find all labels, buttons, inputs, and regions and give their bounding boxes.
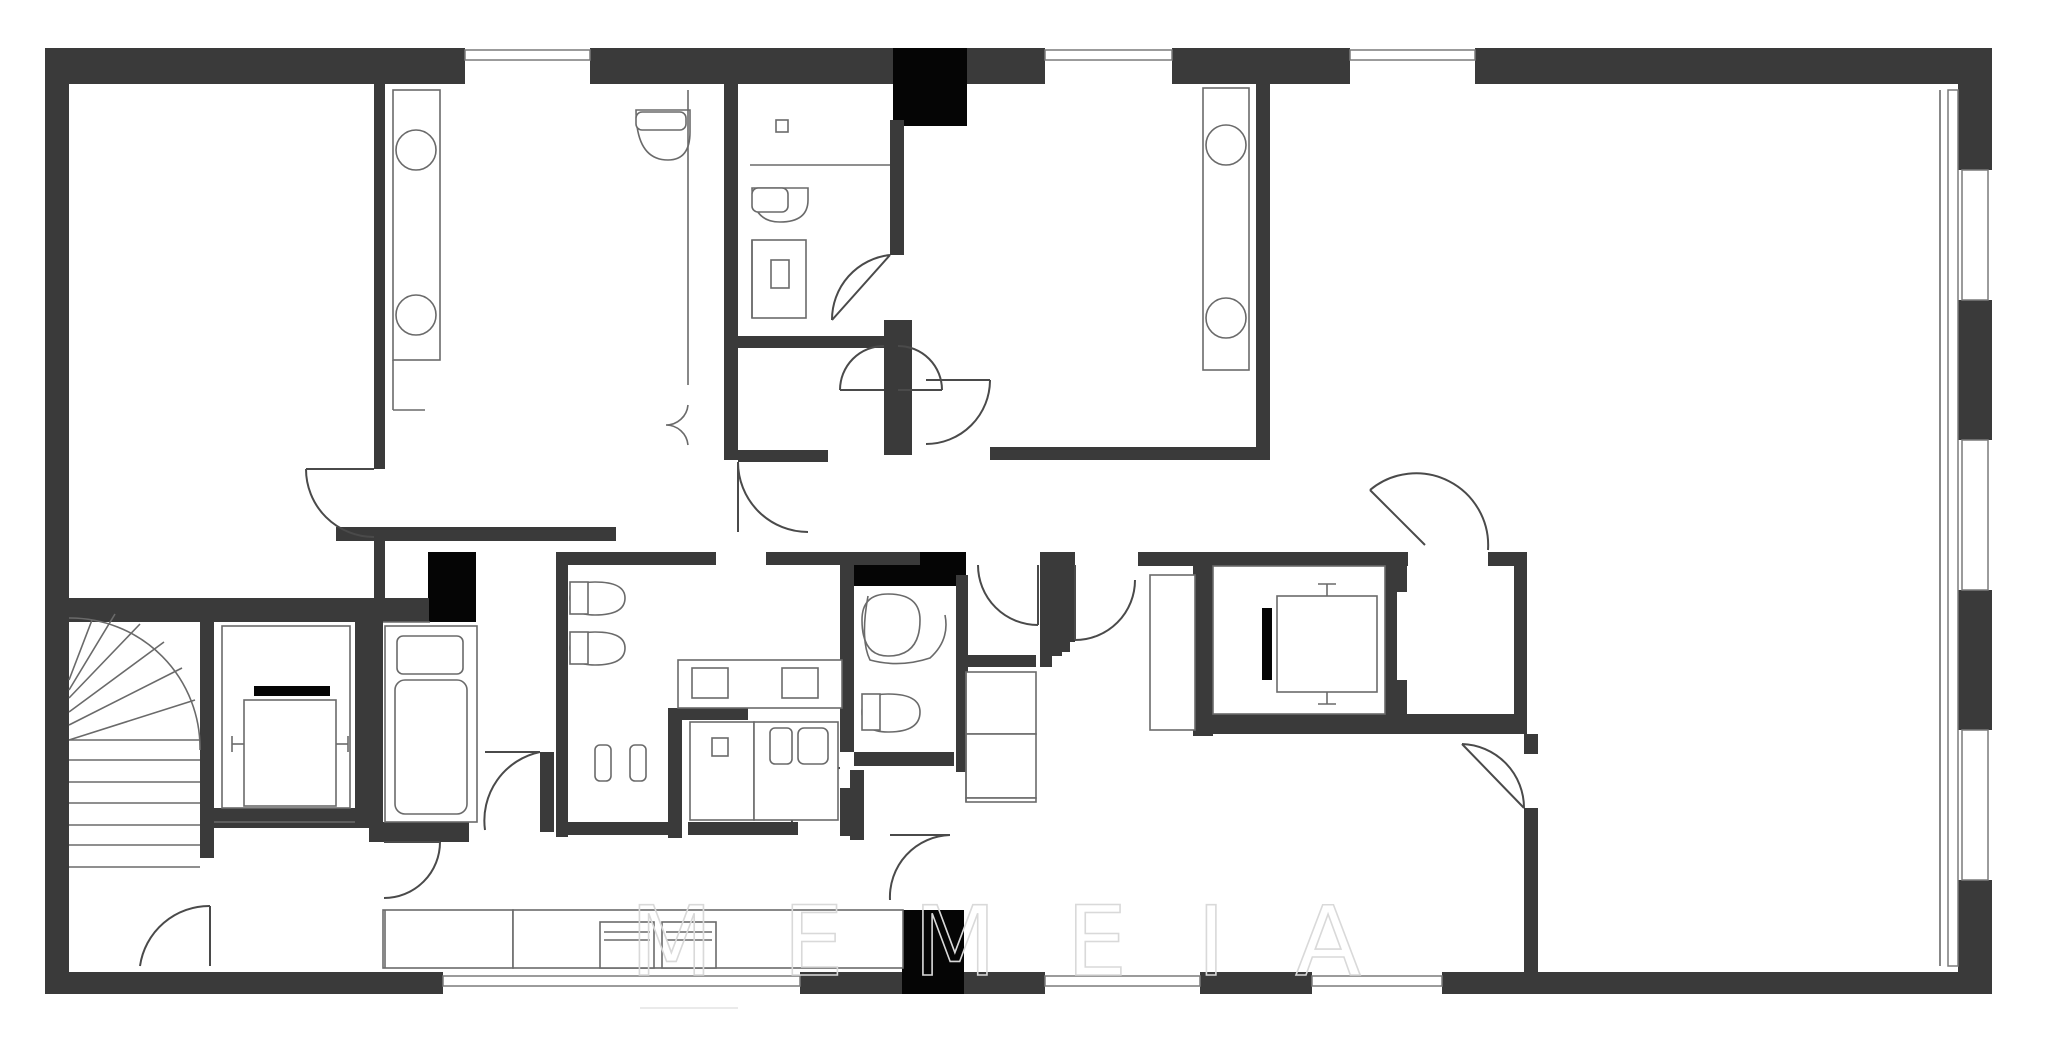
windows <box>442 49 1989 987</box>
lift-left <box>221 625 351 809</box>
lift-right <box>1212 565 1386 715</box>
fixtures <box>68 87 1386 969</box>
bathtub <box>384 625 478 823</box>
watermark: MEMEIA <box>630 886 1431 998</box>
spiral-staircase <box>68 613 201 868</box>
structural-columns <box>428 48 967 994</box>
interior-walls <box>69 84 1538 994</box>
exterior-walls <box>45 48 1992 994</box>
